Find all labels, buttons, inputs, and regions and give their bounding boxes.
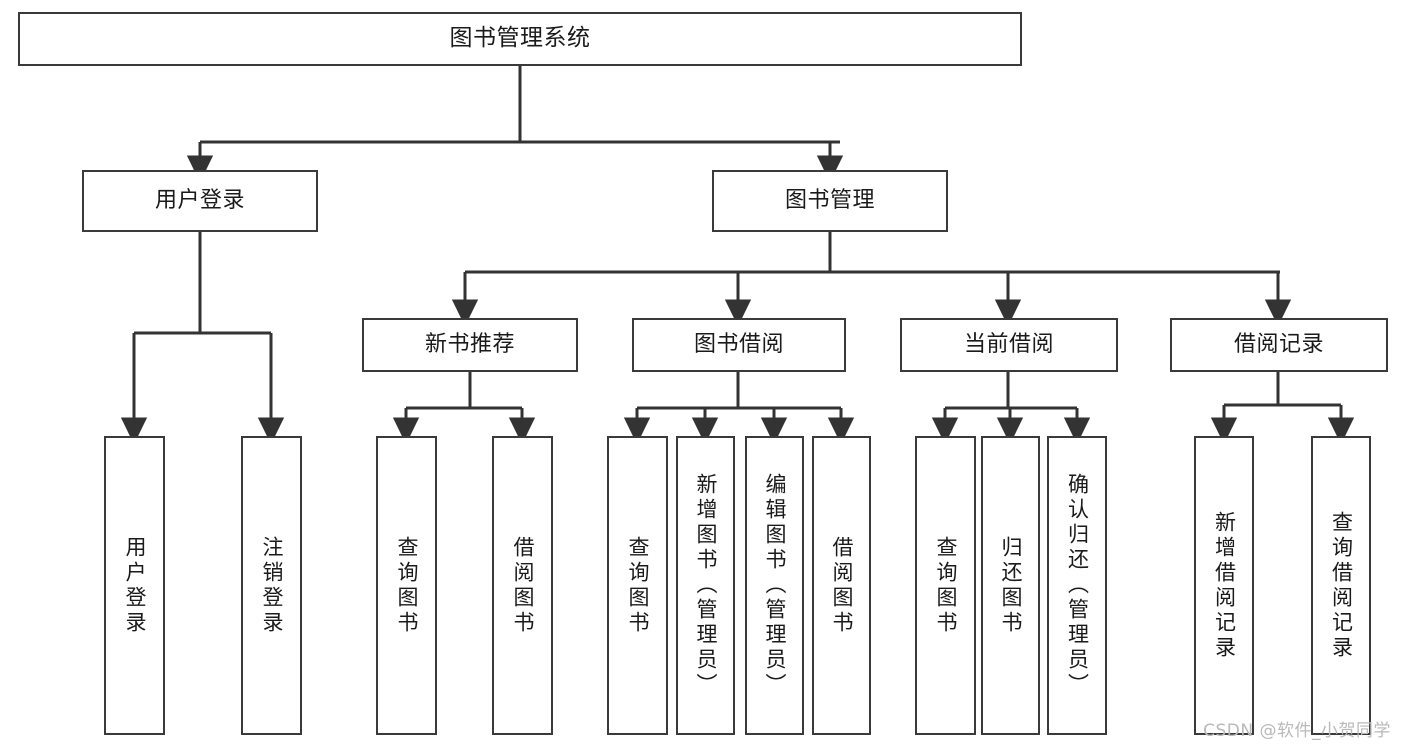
node-borrow-record[interactable]: 借阅记录 (1170, 318, 1388, 372)
node-leaf-query-book-2-label: 查询图书 (626, 535, 651, 636)
node-leaf-query-book-1-label: 查询图书 (395, 535, 420, 636)
node-new-book-rec-label: 新书推荐 (424, 331, 515, 357)
node-leaf-query-record[interactable]: 查询借阅记录 (1311, 436, 1371, 735)
node-leaf-user-login-label: 用户登录 (123, 535, 148, 636)
node-leaf-borrow-book-2-label: 借阅图书 (830, 535, 855, 636)
node-leaf-edit-book[interactable]: 编辑图书（管理员） (745, 436, 804, 735)
node-root[interactable]: 图书管理系统 (18, 12, 1022, 66)
node-book-borrow[interactable]: 图书借阅 (632, 318, 846, 372)
node-leaf-query-record-label: 查询借阅记录 (1329, 510, 1354, 661)
node-borrow-record-label: 借阅记录 (1233, 331, 1324, 357)
node-new-book-rec[interactable]: 新书推荐 (362, 318, 578, 372)
node-user-login[interactable]: 用户登录 (82, 170, 318, 232)
node-leaf-edit-book-label: 编辑图书（管理员） (763, 473, 788, 698)
node-leaf-query-book-2[interactable]: 查询图书 (607, 436, 668, 735)
node-leaf-query-book-1[interactable]: 查询图书 (376, 436, 437, 735)
node-leaf-return-book-label: 归还图书 (999, 535, 1024, 636)
node-leaf-return-book[interactable]: 归还图书 (981, 436, 1040, 735)
node-leaf-user-logout-label: 注销登录 (260, 535, 285, 636)
node-leaf-confirm-return-label: 确认归还（管理员） (1065, 473, 1090, 698)
node-book-manage-label: 图书管理 (784, 187, 875, 213)
node-leaf-user-login[interactable]: 用户登录 (104, 436, 165, 735)
node-leaf-add-book[interactable]: 新增图书（管理员） (676, 436, 735, 735)
node-book-manage[interactable]: 图书管理 (712, 170, 948, 232)
node-leaf-borrow-book-2[interactable]: 借阅图书 (812, 436, 871, 735)
node-current-borrow[interactable]: 当前借阅 (900, 318, 1118, 372)
node-leaf-confirm-return[interactable]: 确认归还（管理员） (1047, 436, 1107, 735)
watermark-text: CSDN @软件_小贺同学 (1203, 721, 1391, 741)
node-leaf-query-book-3[interactable]: 查询图书 (915, 436, 976, 735)
node-leaf-query-book-3-label: 查询图书 (934, 535, 959, 636)
node-book-borrow-label: 图书借阅 (693, 331, 784, 357)
node-user-login-label: 用户登录 (154, 187, 245, 213)
node-leaf-user-logout[interactable]: 注销登录 (241, 436, 302, 735)
node-leaf-borrow-book-1-label: 借阅图书 (511, 535, 536, 636)
node-root-label: 图书管理系统 (449, 25, 591, 52)
node-leaf-add-record[interactable]: 新增借阅记录 (1194, 436, 1254, 735)
node-leaf-add-record-label: 新增借阅记录 (1212, 510, 1237, 661)
node-leaf-add-book-label: 新增图书（管理员） (694, 473, 719, 698)
node-leaf-borrow-book-1[interactable]: 借阅图书 (492, 436, 553, 735)
node-current-borrow-label: 当前借阅 (963, 331, 1054, 357)
